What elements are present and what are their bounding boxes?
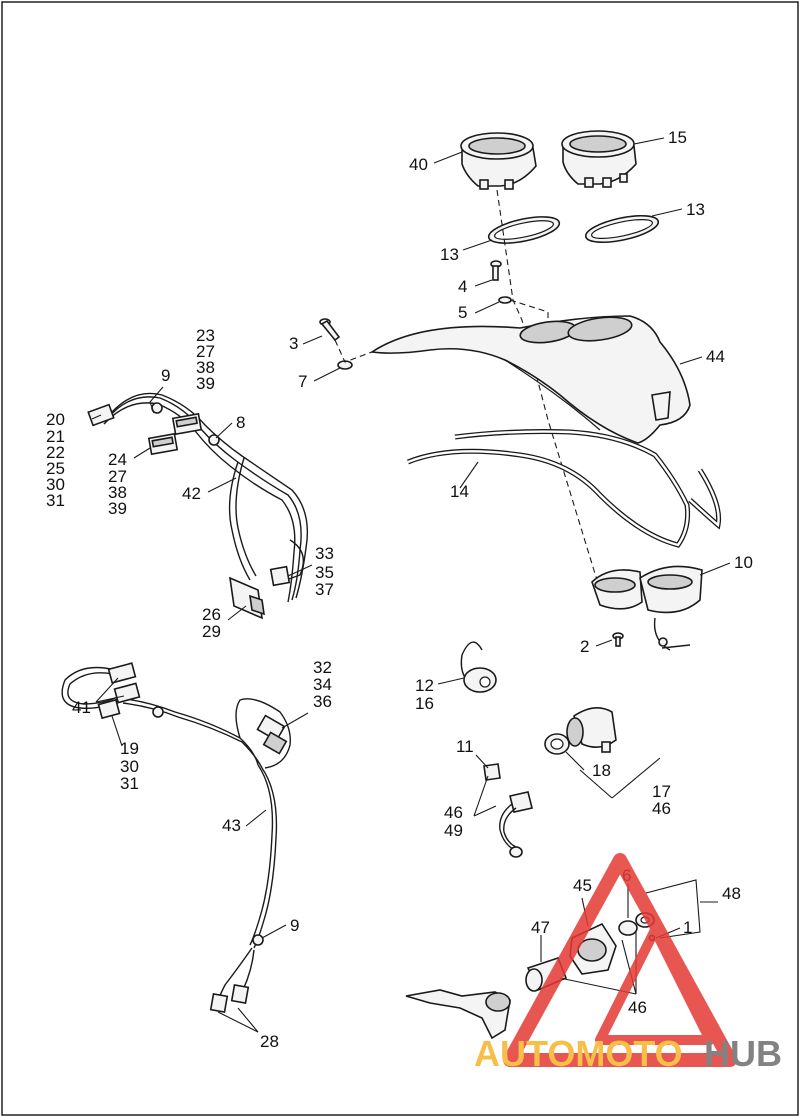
watermark-brand-automoto: AUTOMOTO [474,1033,683,1074]
callout-23: 23 [196,326,215,345]
callout-10: 10 [734,553,753,572]
callout-38-upper: 38 [196,358,215,377]
callout-8: 8 [236,413,245,432]
callout-5: 5 [458,303,467,322]
callout-48: 48 [722,884,741,903]
callout-12: 12 [415,676,434,695]
callout-14: 14 [450,482,469,501]
callout-18: 18 [592,761,611,780]
gauge-gasket-right [584,214,660,244]
connector-32 [256,714,288,755]
callout-30-lower: 30 [120,757,139,776]
callout-29: 29 [202,622,221,641]
callout-42: 42 [182,484,201,503]
callout-44: 44 [706,347,725,366]
connector-41-upper [107,662,137,684]
callout-20: 20 [46,410,65,429]
connector-23 [171,412,203,436]
callout-9-upper: 9 [161,366,170,385]
callout-4: 4 [458,277,467,296]
washer-5 [498,296,512,304]
callout-43: 43 [222,816,241,835]
callout-37: 37 [315,580,334,599]
callout-1: 1 [683,918,692,937]
callout-28: 28 [260,1032,279,1051]
callout-35: 35 [315,563,334,582]
clip-9-lower [252,934,264,946]
callout-25: 25 [46,459,65,478]
callout-2: 2 [580,637,589,656]
callout-31-upper: 31 [46,491,65,510]
callout-7: 7 [298,372,307,391]
instrument-console-44 [369,315,691,444]
callout-27-lower: 27 [108,467,127,486]
callout-31-lower: 31 [120,774,139,793]
connector-19 [97,698,121,720]
screw-4 [490,260,502,281]
callout-33: 33 [315,544,334,563]
callout-16: 16 [415,694,434,713]
callout-19: 19 [120,739,139,758]
callout-38-lower: 38 [108,483,127,502]
callout-15: 15 [668,128,687,147]
callout-13-right: 13 [686,200,705,219]
callout-39-lower: 39 [108,499,127,518]
gauge-bracket-10 [591,565,703,651]
connector-41-lower [113,682,141,704]
callout-9-lower: 9 [290,916,299,935]
callout-40: 40 [409,155,428,174]
callout-3: 3 [289,334,298,353]
console-trim-14 [407,429,722,548]
connector-28-right [230,983,250,1005]
callout-41: 41 [72,698,91,717]
connector-33 [269,565,291,587]
leader-lines [91,137,731,1033]
callout-22: 22 [46,443,65,462]
callout-47: 47 [531,918,550,937]
watermark-triangle-inner [595,925,715,1045]
callout-39-upper: 39 [196,374,215,393]
callout-46-switch: 46 [652,799,671,818]
grommet-12 [460,641,497,693]
connector-28-left [209,992,229,1014]
callout-13-left: 13 [440,245,459,264]
ignition-bracket [405,989,511,1040]
connector-24 [147,432,179,456]
bracket-49 [499,791,533,858]
switch-17 [566,707,617,753]
watermark-brand-hub: HUB [704,1033,782,1074]
callout-27-upper: 27 [196,342,215,361]
assembly-line-center [496,189,601,591]
callout-11: 11 [456,737,474,756]
assembly-line-nut [334,339,373,363]
gauge-speedometer [460,132,537,190]
nut-18 [544,733,570,755]
callout-34: 34 [313,675,332,694]
connector-26 [229,576,265,620]
callout-labels: 40 15 13 13 4 5 3 7 44 14 10 2 23 27 38 … [46,128,753,1051]
callout-17: 17 [652,782,671,801]
gauge-tachometer [561,130,637,188]
callout-46-ignition: 46 [628,998,647,1017]
nut-6 [618,920,638,936]
callout-36: 36 [313,692,332,711]
callout-49: 49 [444,821,463,840]
callout-32: 32 [313,658,332,677]
gauge-gasket-left [487,216,561,244]
clip-harness-43 [152,706,164,718]
screw-3 [319,318,341,342]
automotohub-watermark: AUTOMOTO HUB [474,853,782,1074]
callout-24: 24 [108,450,127,469]
callout-26: 26 [202,605,221,624]
callout-30-upper: 30 [46,475,65,494]
callout-21: 21 [46,427,65,446]
callout-45: 45 [573,876,592,895]
screw-2 [612,632,624,647]
callout-46-clip: 46 [444,803,463,822]
